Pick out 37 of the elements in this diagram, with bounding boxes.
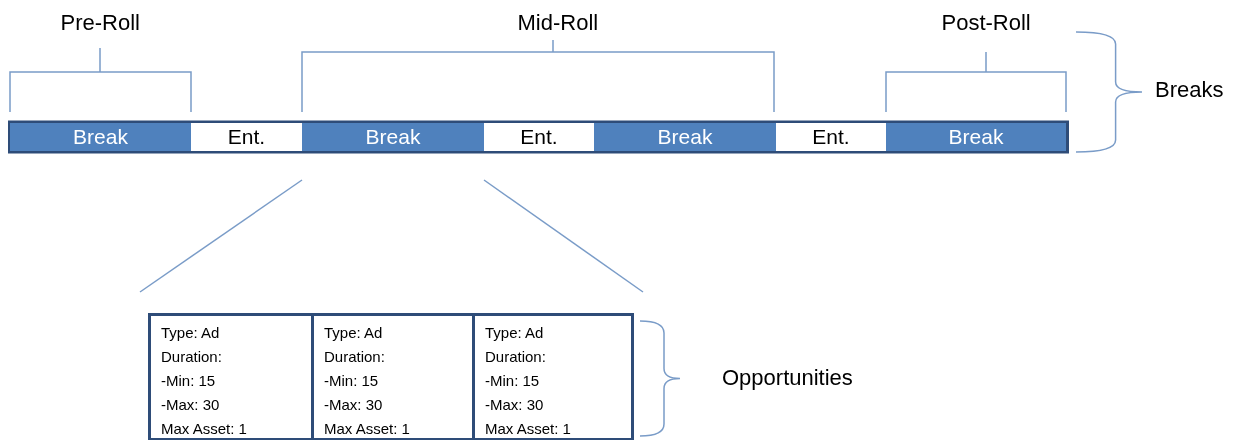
opportunity-text: -Max: 30 [161, 395, 221, 415]
zoom-line [483, 179, 644, 293]
opportunity-text: Duration: [324, 347, 386, 367]
content-segment [484, 123, 594, 151]
break-segment [886, 123, 1066, 151]
segment-label: Ent. [227, 125, 266, 149]
segment-label: Break [365, 125, 421, 149]
break-segment [594, 123, 776, 151]
break-segment [302, 123, 484, 151]
segment-label: Break [657, 125, 713, 149]
segment-label: Ent. [812, 125, 850, 149]
segment-label: Break [948, 125, 1004, 149]
opportunity-text: -Min: 15 [324, 371, 380, 391]
content-segment [776, 123, 886, 151]
opportunities-panel [148, 313, 634, 440]
segment-label: Break [73, 125, 128, 149]
brace-label: Opportunities [722, 365, 853, 391]
section-label: Mid-Roll [517, 10, 599, 36]
section-label: Pre-Roll [60, 10, 140, 36]
opportunity-text: Duration: [485, 347, 547, 367]
opportunity-text: Type: Ad [161, 323, 221, 343]
opportunity-text: -Max: 30 [324, 395, 384, 415]
opportunity-text: -Max: 30 [485, 395, 545, 415]
brace-label: Breaks [1155, 77, 1224, 103]
opportunity-text: -Min: 15 [485, 371, 541, 391]
break-segment [10, 123, 191, 151]
opportunity-text: Max Asset: 1 [485, 419, 572, 439]
section-label: Post-Roll [941, 10, 1031, 36]
zoom-line [139, 179, 303, 293]
opportunity-text: -Min: 15 [161, 371, 217, 391]
opportunity-text: Max Asset: 1 [324, 419, 411, 439]
opportunity-text: Type: Ad [485, 323, 545, 343]
opportunity-text: Duration: [161, 347, 223, 367]
content-segment [191, 123, 302, 151]
segment-label: Ent. [520, 125, 558, 149]
opportunity-text: Max Asset: 1 [161, 419, 248, 439]
opportunity-text: Type: Ad [324, 323, 384, 343]
